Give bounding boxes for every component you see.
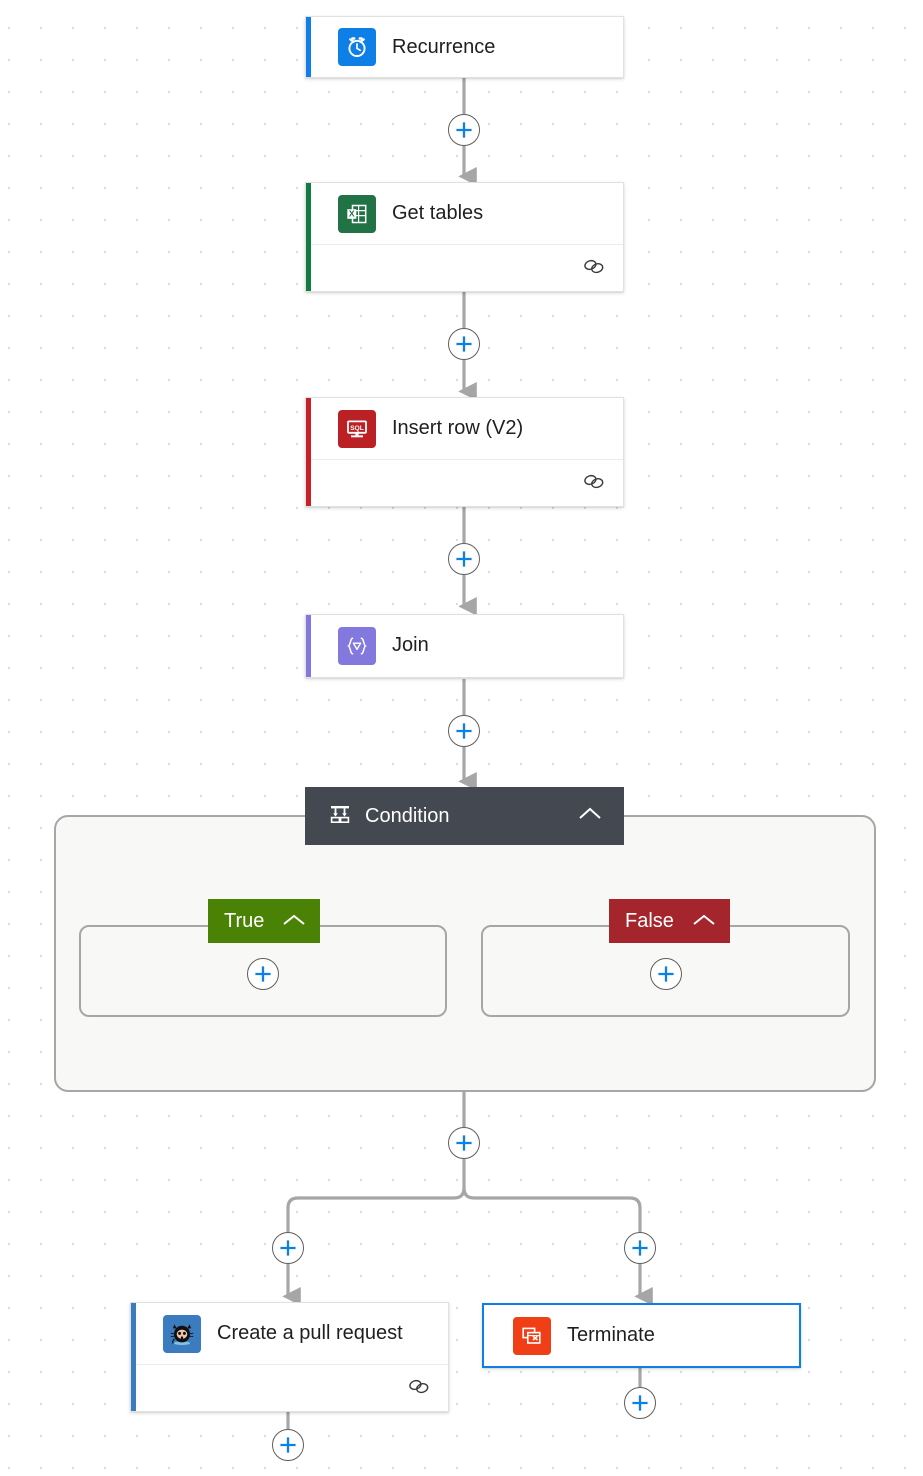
data-operations-icon xyxy=(338,626,376,665)
card-footer xyxy=(136,1364,448,1408)
card-title: Get tables xyxy=(392,202,484,224)
action-card-recurrence[interactable]: Recurrence xyxy=(305,16,624,78)
alarm-clock-icon xyxy=(338,28,376,66)
connection-link-icon[interactable] xyxy=(407,1378,431,1395)
add-button-in-true-branch[interactable] xyxy=(247,958,279,990)
card-accent-bar xyxy=(306,183,311,291)
plus-icon xyxy=(456,1135,472,1151)
chevron-up-icon[interactable] xyxy=(692,910,716,933)
add-button-in-false-branch[interactable] xyxy=(650,958,682,990)
plus-icon xyxy=(280,1437,296,1453)
condition-title: Condition xyxy=(365,804,450,827)
add-button-left-parallel[interactable] xyxy=(272,1232,304,1264)
card-header: SQL Insert row (V2) xyxy=(306,398,623,459)
condition-branch-false-label[interactable]: False xyxy=(609,899,730,943)
condition-header[interactable]: Condition xyxy=(305,787,624,845)
card-accent-bar xyxy=(306,17,311,77)
action-card-join[interactable]: Join xyxy=(305,614,624,678)
card-title: Terminate xyxy=(567,1324,655,1346)
svg-text:X: X xyxy=(349,208,355,218)
plus-icon xyxy=(456,723,472,739)
branch-true-text: True xyxy=(224,909,265,932)
svg-text:SQL: SQL xyxy=(350,424,364,431)
plus-icon xyxy=(456,336,472,352)
connection-link-icon[interactable] xyxy=(582,473,606,490)
plus-icon xyxy=(456,551,472,567)
card-header: Recurrence xyxy=(306,17,623,77)
github-octocat-icon xyxy=(163,1314,201,1353)
plus-icon xyxy=(456,122,472,138)
card-accent-bar xyxy=(306,615,311,677)
card-footer xyxy=(311,244,623,288)
card-header: Join xyxy=(306,615,623,676)
plus-icon xyxy=(658,966,674,982)
terminate-window-x-icon xyxy=(513,1316,551,1355)
action-card-create-a-pull-request[interactable]: Create a pull request xyxy=(130,1302,449,1412)
connection-link-icon[interactable] xyxy=(582,258,606,275)
add-button-right-parallel[interactable] xyxy=(624,1232,656,1264)
add-button-after-get-tables[interactable] xyxy=(448,328,480,360)
chevron-up-icon[interactable] xyxy=(554,806,602,826)
plus-icon xyxy=(632,1240,648,1256)
plus-icon xyxy=(255,966,271,982)
card-title: Join xyxy=(392,634,429,656)
add-button-after-recurrence[interactable] xyxy=(448,114,480,146)
add-button-after-insert-row[interactable] xyxy=(448,543,480,575)
action-card-insert-row-v2[interactable]: SQL Insert row (V2) xyxy=(305,397,624,507)
sql-server-icon: SQL xyxy=(338,409,376,448)
condition-branch-icon xyxy=(329,803,351,830)
card-accent-bar xyxy=(131,1303,136,1411)
add-button-after-join[interactable] xyxy=(448,715,480,747)
add-button-after-terminate[interactable] xyxy=(624,1387,656,1419)
action-card-terminate[interactable]: Terminate xyxy=(482,1303,801,1368)
card-title: Recurrence xyxy=(392,35,496,58)
card-title: Create a pull request xyxy=(217,1322,403,1344)
plus-icon xyxy=(280,1240,296,1256)
card-footer xyxy=(311,459,623,503)
card-header: X Get tables xyxy=(306,183,623,244)
add-button-after-condition[interactable] xyxy=(448,1127,480,1159)
card-accent-bar xyxy=(482,1305,484,1366)
action-card-get-tables[interactable]: X Get tables xyxy=(305,182,624,292)
condition-branch-true-label[interactable]: True xyxy=(208,899,321,943)
excel-table-icon: X xyxy=(338,194,376,233)
plus-icon xyxy=(632,1395,648,1411)
card-title: Insert row (V2) xyxy=(392,417,524,439)
card-accent-bar xyxy=(306,398,311,506)
add-button-after-pull-request[interactable] xyxy=(272,1429,304,1461)
branch-false-text: False xyxy=(625,909,674,932)
card-header: Create a pull request xyxy=(131,1303,448,1364)
card-header: Terminate xyxy=(484,1305,799,1366)
chevron-up-icon[interactable] xyxy=(282,910,306,933)
